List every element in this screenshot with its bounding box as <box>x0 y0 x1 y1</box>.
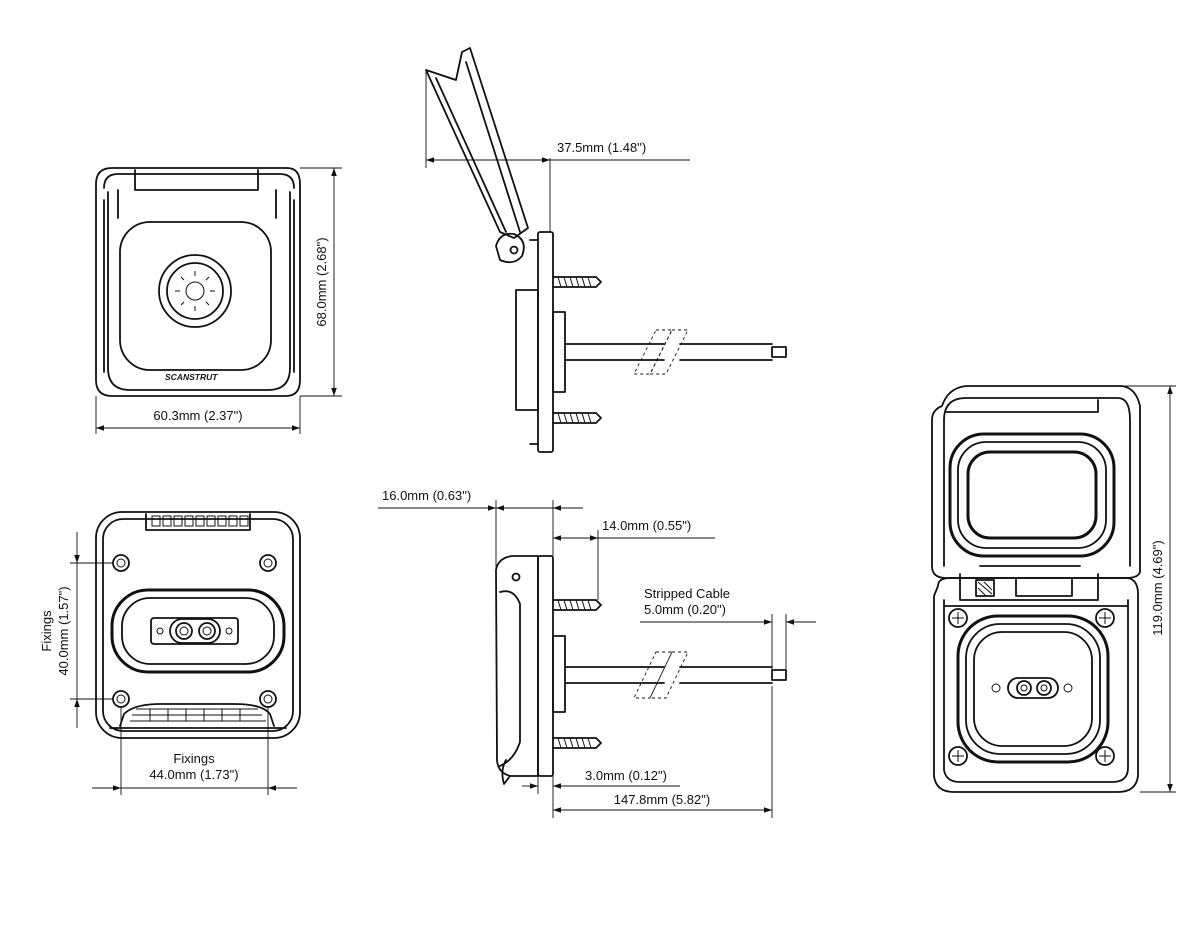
stripped-cable-label: 5.0mm (0.20") <box>644 602 726 617</box>
fixing-holes <box>112 554 277 708</box>
side-open-view: 37.5mm (1.48") <box>425 47 787 453</box>
fixings-h-label: 44.0mm (1.73") <box>149 767 238 782</box>
screw-dimension-label: 14.0mm (0.55") <box>602 518 691 533</box>
depth-dimension-label: 16.0mm (0.63") <box>382 488 471 503</box>
height-dimension-label: 68.0mm (2.68") <box>314 237 329 326</box>
fixings-h-title: Fixings <box>173 751 215 766</box>
front-closed-view: SCANSTRUT 60.3mm (2.37") 68.0mm (2.68") <box>95 167 342 434</box>
open-height-dimension-label: 119.0mm (4.69") <box>1150 540 1165 635</box>
stripped-cable-title: Stripped Cable <box>644 586 730 601</box>
rear-view: Fixings 44.0mm (1.73") Fixings 40.0mm (1… <box>39 511 301 795</box>
mounting-screws <box>948 608 1115 766</box>
connector-plug <box>150 617 239 645</box>
cable-length-label: 147.8mm (5.82") <box>614 792 710 807</box>
scanstrut-logo: SCANSTRUT <box>165 372 218 382</box>
front-open-view: 119.0mm (4.69") <box>931 385 1176 793</box>
width-dimension-label: 60.3mm (2.37") <box>153 408 242 423</box>
side-closed-view: 16.0mm (0.63") 14.0mm (0.55") Stripped C… <box>378 488 816 818</box>
socket-connector <box>991 677 1073 699</box>
sun-icon <box>175 271 215 311</box>
vent-slots <box>145 513 251 531</box>
fixings-v-title: Fixings <box>39 610 54 652</box>
plate-dimension-label: 3.0mm (0.12") <box>585 768 667 783</box>
lid-dimension-label: 37.5mm (1.48") <box>557 140 646 155</box>
fixings-v-label: 40.0mm (1.57") <box>56 586 71 675</box>
